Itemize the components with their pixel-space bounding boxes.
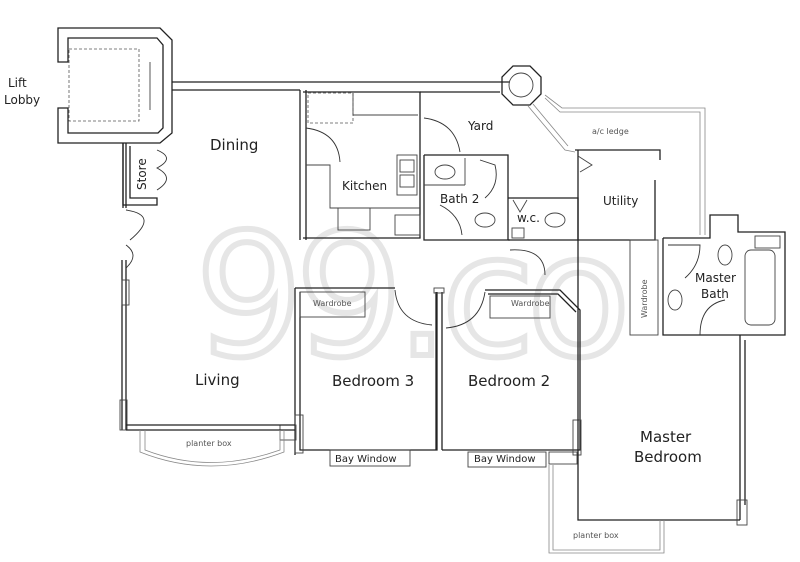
label-store: Store bbox=[135, 158, 149, 190]
label-kitchen: Kitchen bbox=[342, 179, 387, 193]
label-lift: Lift bbox=[8, 76, 27, 90]
label-bath2: Bath 2 bbox=[440, 192, 479, 206]
label-utility: Utility bbox=[603, 194, 638, 208]
label-lobby: Lobby bbox=[4, 93, 40, 107]
label-bedroom2: Bedroom 2 bbox=[468, 372, 550, 390]
bedroom2-room bbox=[442, 289, 582, 468]
kitchen-room bbox=[303, 91, 421, 239]
lift-lobby-structure bbox=[57, 27, 173, 144]
store-room bbox=[122, 143, 167, 206]
label-master-bedroom-1: Master bbox=[640, 428, 692, 446]
label-wardrobe-bed2: Wardrobe bbox=[511, 299, 550, 308]
living-area bbox=[126, 424, 295, 467]
bath2-room bbox=[423, 154, 510, 241]
label-bedroom3: Bedroom 3 bbox=[332, 372, 414, 390]
label-wardrobe-master: Wardrobe bbox=[640, 279, 649, 318]
utility-room bbox=[575, 149, 661, 241]
label-dining: Dining bbox=[210, 136, 258, 154]
label-master-bedroom-2: Bedroom bbox=[634, 448, 702, 466]
planter-box-master-outline bbox=[552, 465, 661, 551]
label-ac-ledge: a/c ledge bbox=[592, 127, 629, 136]
label-living: Living bbox=[195, 371, 240, 389]
watermark: 99.co bbox=[195, 198, 623, 396]
yard-area bbox=[420, 65, 576, 153]
label-wc: w.c. bbox=[517, 211, 540, 225]
label-master-bath-1: Master bbox=[695, 271, 736, 285]
label-wardrobe-bed3: Wardrobe bbox=[313, 299, 352, 308]
label-planter-box-living: planter box bbox=[186, 439, 232, 448]
label-bay-window-bed2: Bay Window bbox=[474, 454, 536, 465]
label-bay-window-bed3: Bay Window bbox=[335, 454, 397, 465]
master-bedroom-room bbox=[577, 240, 748, 526]
master-wardrobe bbox=[629, 239, 659, 336]
label-master-bath-2: Bath bbox=[701, 287, 729, 301]
label-planter-box-master: planter box bbox=[573, 531, 619, 540]
bedroom3-room bbox=[279, 287, 438, 467]
entrance-door bbox=[125, 209, 145, 241]
label-yard: Yard bbox=[467, 119, 493, 133]
master-bath-room bbox=[662, 214, 786, 336]
partition-wall bbox=[433, 287, 445, 450]
side-door bbox=[125, 244, 134, 269]
ac-ledge bbox=[544, 94, 706, 235]
corridor-door bbox=[509, 249, 546, 276]
